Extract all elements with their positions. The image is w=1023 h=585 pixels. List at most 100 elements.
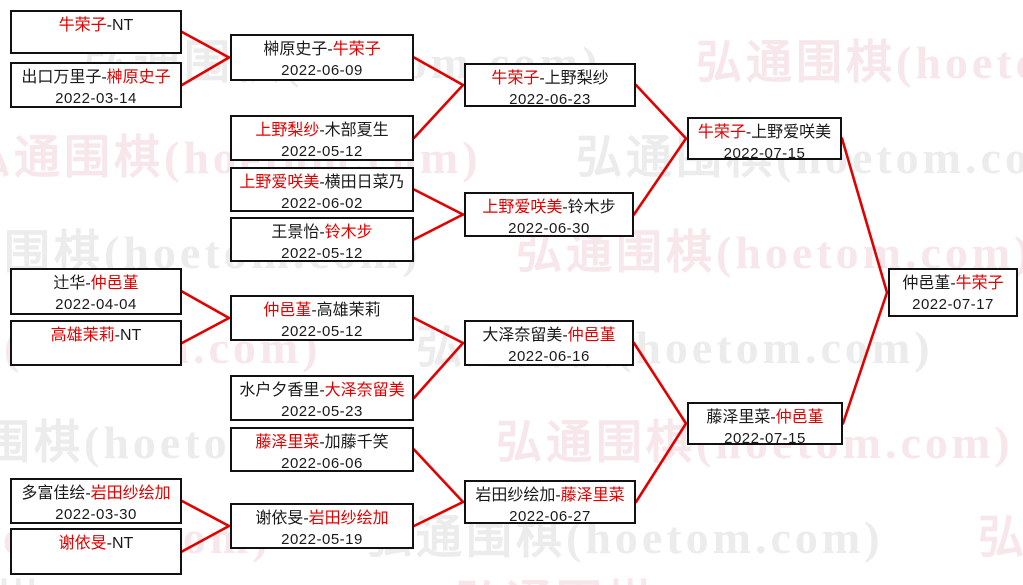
match-date: 2022-03-14 bbox=[55, 90, 137, 107]
match-box: 上野梨纱-木部夏生 2022-05-12 bbox=[230, 115, 414, 161]
match-pairing: 岩田纱绘加-藤泽里菜 bbox=[466, 485, 634, 506]
connector-line bbox=[180, 56, 231, 87]
player-name: 高雄茉莉 bbox=[316, 302, 381, 319]
match-pairing: 谢依旻-NT bbox=[12, 533, 180, 554]
match-date: 2022-05-23 bbox=[281, 403, 363, 420]
connector-line bbox=[180, 316, 231, 345]
player-name: 仲邑堇 bbox=[263, 302, 312, 319]
match-pairing: 榊原史子-牛荣子 bbox=[232, 39, 412, 60]
player-name: NT bbox=[112, 535, 134, 552]
connector-line bbox=[634, 83, 688, 140]
player-name: 牛荣子 bbox=[491, 70, 540, 87]
pairing-dash: - bbox=[319, 174, 325, 191]
match-box: 王景怡-铃木步 2022-05-12 bbox=[230, 217, 414, 262]
pairing-dash: - bbox=[319, 434, 325, 451]
pairing-dash: - bbox=[562, 327, 568, 344]
player-name: 大泽奈留美 bbox=[324, 382, 405, 399]
pairing-dash: - bbox=[303, 510, 309, 527]
pairing-dash: - bbox=[555, 487, 561, 504]
match-pairing: 大泽奈留美-仲邑堇 bbox=[466, 325, 632, 346]
connector-line bbox=[412, 213, 465, 241]
match-pairing: 水户夕香里-大泽奈留美 bbox=[232, 380, 412, 401]
player-name: 牛荣子 bbox=[697, 124, 746, 141]
connector-line bbox=[412, 188, 465, 216]
match-box: 牛荣子-上野爱咲美 2022-07-15 bbox=[687, 117, 842, 162]
player-name: 铃木步 bbox=[567, 199, 616, 216]
match-pairing: 牛荣子-NT bbox=[12, 15, 180, 36]
pairing-dash: - bbox=[950, 275, 956, 292]
match-box: 谢依旻-NT bbox=[10, 528, 182, 575]
match-date: 2022-07-17 bbox=[912, 296, 994, 313]
connector-line bbox=[632, 137, 688, 216]
player-name: 铃木步 bbox=[324, 224, 373, 241]
pairing-dash: - bbox=[319, 382, 325, 399]
match-date: 2022-06-06 bbox=[281, 455, 363, 472]
match-date: 2022-04-04 bbox=[55, 296, 137, 313]
player-name: 上野爱咲美 bbox=[751, 124, 832, 141]
connector-line bbox=[632, 341, 688, 425]
match-date: 2022-07-15 bbox=[723, 145, 806, 162]
match-pairing: 上野爱咲美-铃木步 bbox=[466, 197, 632, 218]
match-pairing: 王景怡-铃木步 bbox=[232, 222, 412, 243]
pairing-dash: - bbox=[562, 199, 568, 216]
match-date: 2022-07-15 bbox=[724, 430, 806, 447]
player-name: 藤泽里菜 bbox=[560, 487, 625, 504]
pairing-dash: - bbox=[311, 302, 317, 319]
connector-line bbox=[180, 499, 231, 528]
match-box: 仲邑堇-牛荣子 2022-07-17 bbox=[888, 268, 1018, 317]
player-name: 多富佳绘 bbox=[21, 485, 86, 502]
player-name: 高雄茉莉 bbox=[50, 327, 115, 344]
match-date: 2022-06-09 bbox=[281, 62, 363, 79]
match-box: 藤泽里菜-仲邑堇 2022-07-15 bbox=[687, 402, 843, 447]
connector-line bbox=[412, 316, 465, 345]
pairing-dash: - bbox=[745, 124, 752, 141]
player-name: 上野爱咲美 bbox=[482, 199, 563, 216]
match-date: 2022-06-23 bbox=[509, 91, 591, 108]
pairing-dash: - bbox=[770, 409, 776, 426]
match-date: 2022-05-12 bbox=[281, 143, 363, 160]
match-pairing: 辻华-仲邑堇 bbox=[12, 273, 180, 294]
player-name: 上野梨纱 bbox=[255, 122, 320, 139]
player-name: 榊原史子 bbox=[263, 41, 328, 58]
match-pairing: 仲邑堇-牛荣子 bbox=[890, 273, 1016, 294]
match-pairing: 多富佳绘-岩田纱绘加 bbox=[12, 483, 180, 504]
match-date: 2022-05-19 bbox=[281, 531, 363, 548]
player-name: 藤泽里菜 bbox=[706, 409, 771, 426]
pairing-dash: - bbox=[319, 122, 325, 139]
match-pairing: 高雄茉莉-NT bbox=[12, 325, 180, 346]
pairing-dash: - bbox=[319, 224, 325, 241]
match-box: 高雄茉莉-NT bbox=[10, 320, 182, 366]
player-name: 辻华 bbox=[53, 275, 86, 292]
player-name: 王景怡 bbox=[271, 224, 320, 241]
match-pairing: 仲邑堇-高雄茉莉 bbox=[232, 300, 412, 321]
player-name: 出口万里子 bbox=[21, 69, 102, 86]
match-date: 2022-05-12 bbox=[281, 245, 363, 262]
player-name: 上野梨纱 bbox=[544, 70, 609, 87]
match-pairing: 上野梨纱-木部夏生 bbox=[232, 120, 412, 141]
player-name: 仲邑堇 bbox=[567, 327, 616, 344]
connector-line bbox=[412, 83, 465, 140]
match-pairing: 谢依旻-岩田纱绘加 bbox=[232, 508, 412, 529]
match-pairing: 藤泽里菜-仲邑堇 bbox=[689, 407, 841, 428]
player-name: 牛荣子 bbox=[58, 17, 107, 34]
pairing-dash: - bbox=[106, 535, 112, 552]
player-name: 榊原史子 bbox=[106, 69, 171, 86]
player-name: NT bbox=[120, 327, 142, 344]
connector-line bbox=[634, 422, 688, 504]
pairing-dash: - bbox=[539, 70, 545, 87]
player-name: 加藤千笑 bbox=[324, 434, 389, 451]
player-name: 上野爱咲美 bbox=[239, 174, 320, 191]
player-name: 牛荣子 bbox=[332, 41, 381, 58]
match-pairing: 牛荣子-上野梨纱 bbox=[466, 68, 634, 89]
match-box: 辻华-仲邑堇 2022-04-04 bbox=[10, 268, 182, 315]
